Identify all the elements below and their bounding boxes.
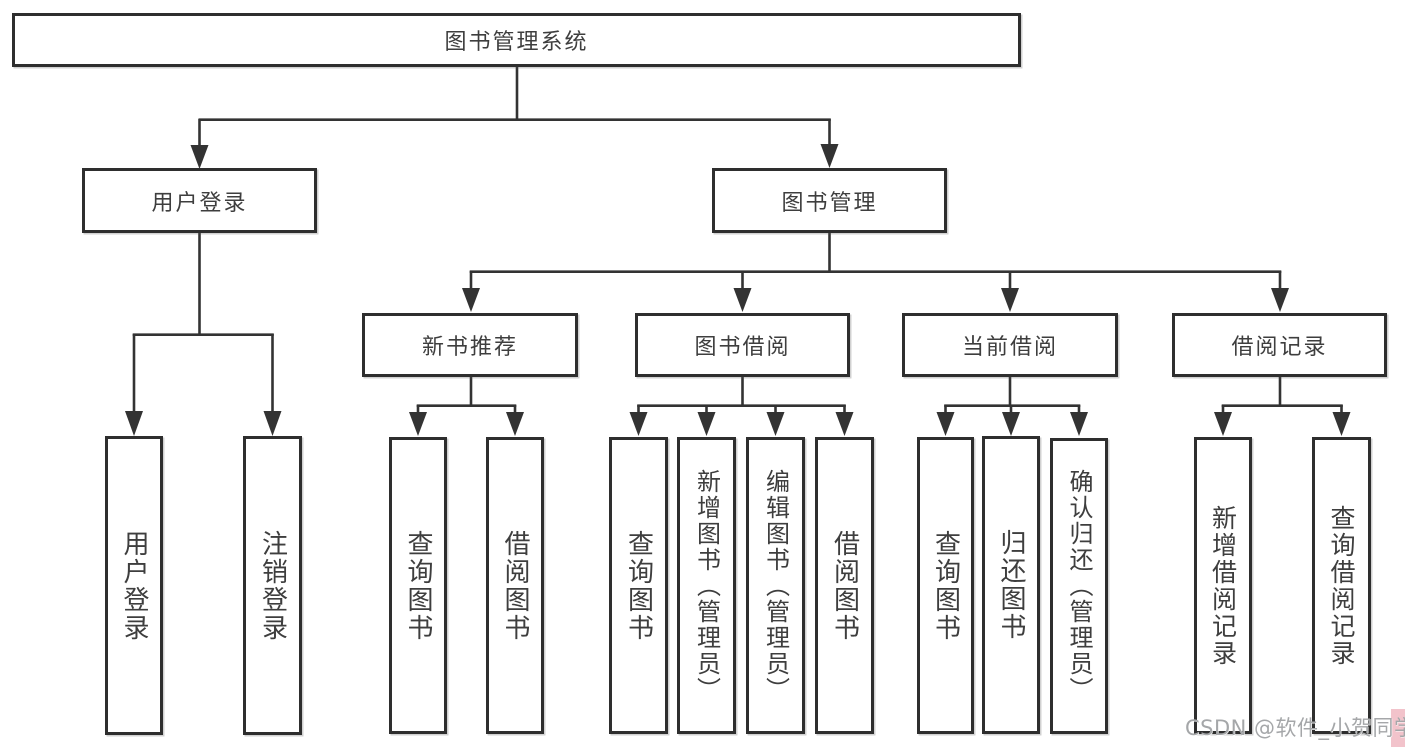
leaf-label: 新增借阅记录 (1208, 504, 1238, 667)
arrow-down (1070, 412, 1088, 436)
leaf-label: 借阅图书 (500, 529, 530, 642)
edge-book-management-to-groups (462, 233, 1289, 312)
leaf-borrow-books-1: 借阅图书 (486, 437, 544, 734)
node-book-management: 图书管理 (712, 168, 947, 233)
leaf-label: 新增图书（管理员） (692, 468, 721, 703)
leaf-label: 查询图书 (930, 529, 961, 642)
node-borrow-records: 借阅记录 (1172, 313, 1387, 377)
arrow-down (1001, 288, 1019, 312)
node-label: 图书借阅 (694, 335, 791, 360)
leaf-label: 查询图书 (403, 529, 433, 642)
node-label: 图书管理 (781, 190, 878, 216)
node-current-borrow: 当前借阅 (902, 313, 1118, 377)
leaf-label: 编辑图书（管理员） (761, 468, 790, 703)
arrow-down (190, 145, 209, 169)
arrow-down (835, 412, 854, 436)
arrow-down (733, 288, 752, 312)
corner-pink-strip (1391, 709, 1405, 747)
leaf-label: 查询图书 (623, 529, 654, 642)
edge-current-borrow-to-leaves (936, 377, 1088, 436)
arrow-down (766, 412, 785, 436)
node-book-borrow: 图书借阅 (635, 313, 850, 377)
node-label: 用户登录 (151, 190, 248, 216)
arrow-down (506, 412, 524, 436)
leaf-borrow-books-2: 借阅图书 (815, 437, 874, 734)
leaf-query-books-3: 查询图书 (917, 437, 974, 734)
arrow-down (936, 412, 955, 436)
node-new-book-recommend: 新书推荐 (362, 313, 578, 377)
edge-root-to-branches (190, 66, 839, 169)
arrow-down (820, 144, 839, 168)
arrow-down (1002, 412, 1020, 436)
leaf-edit-books-admin: 编辑图书（管理员） (746, 437, 805, 734)
leaf-logout: 注销登录 (243, 436, 302, 735)
arrow-down (629, 412, 648, 436)
arrow-down (1332, 412, 1351, 436)
leaf-return-books: 归还图书 (982, 436, 1040, 734)
arrow-down (1214, 412, 1232, 436)
arrow-down (1271, 288, 1289, 312)
arrow-down (409, 412, 427, 436)
leaf-label: 注销登录 (257, 529, 288, 642)
node-label: 新书推荐 (421, 335, 518, 360)
leaf-query-books-2: 查询图书 (609, 437, 668, 734)
node-root-system: 图书管理系统 (12, 13, 1021, 67)
arrow-down (462, 288, 480, 312)
arrow-down (697, 412, 716, 436)
leaf-query-books-1: 查询图书 (389, 437, 447, 734)
edge-user-login-to-leaves (125, 233, 282, 436)
edge-book-borrow-to-leaves (629, 377, 854, 436)
edge-borrow-records-to-leaves (1214, 377, 1351, 436)
leaf-label: 借阅图书 (829, 529, 860, 642)
leaf-label: 查询借阅记录 (1327, 504, 1356, 667)
node-label: 当前借阅 (961, 335, 1058, 360)
arrow-down (125, 411, 143, 436)
leaf-add-borrow-record: 新增借阅记录 (1194, 437, 1252, 734)
leaf-label: 归还图书 (996, 529, 1026, 641)
node-label: 图书管理系统 (444, 30, 589, 55)
node-user-login: 用户登录 (82, 168, 317, 233)
arrow-down (263, 411, 282, 436)
leaf-query-borrow-record: 查询借阅记录 (1312, 437, 1371, 734)
leaf-label: 用户登录 (119, 529, 149, 642)
leaf-confirm-return-admin: 确认归还（管理员） (1050, 438, 1108, 734)
leaf-user-login: 用户登录 (105, 436, 163, 735)
leaf-label: 确认归还（管理员） (1065, 469, 1093, 703)
node-label: 借阅记录 (1231, 335, 1328, 360)
leaf-add-books-admin: 新增图书（管理员） (677, 437, 736, 734)
edge-new-book-recommend-to-leaves (409, 377, 524, 436)
csdn-watermark: CSDN @软件_小贺同学 (1185, 716, 1405, 740)
